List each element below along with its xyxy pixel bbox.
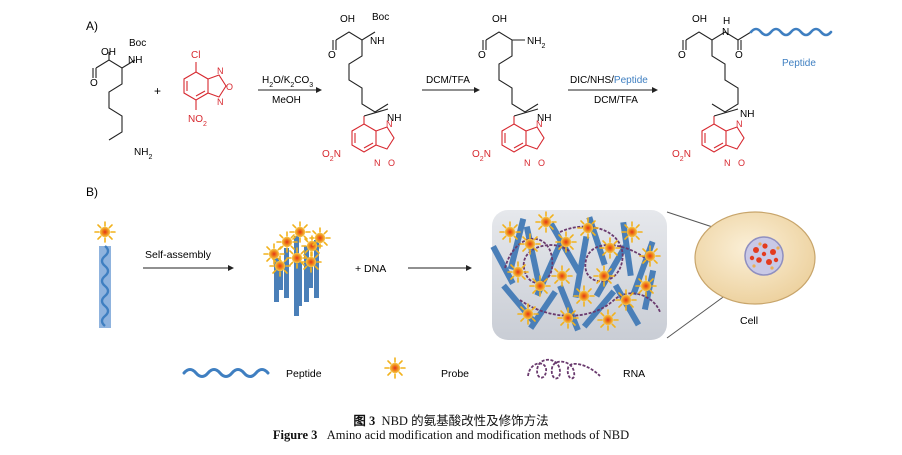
caption-en-text: Amino acid modification and modification…: [326, 428, 630, 442]
int2-o-ring: O: [538, 158, 545, 168]
prod-peptide-label: Peptide: [782, 58, 816, 69]
prod-o1: O: [678, 50, 686, 61]
int1-nh-link: NH: [387, 113, 401, 124]
self-assembly-arrow-head: [228, 265, 234, 271]
peptide-probe-conjugate: [94, 221, 116, 328]
peptide-legend-icon: [182, 368, 270, 378]
lys-o-label: O: [90, 78, 98, 89]
cell: [694, 211, 816, 305]
int1-nh: NH: [370, 36, 384, 47]
panel-a-label: A): [86, 19, 98, 33]
int1-no2: O2N: [322, 149, 341, 163]
product-peptide-wave: [749, 27, 833, 37]
reaction-arrow-2-head: [474, 87, 480, 93]
step3-reagent-top: DIC/NHS/Peptide: [570, 75, 648, 86]
prod-n2: N: [724, 158, 731, 168]
nbd-cl-structure: [183, 62, 227, 110]
int1-o-ring: O: [388, 158, 395, 168]
reaction-arrow-1-head: [316, 87, 322, 93]
complex-panel: [490, 210, 667, 340]
nbd-no2-label: NO2: [188, 114, 207, 128]
step3-reagent-bottom: DCM/TFA: [594, 95, 638, 106]
nbd-o-ring: O: [226, 82, 233, 92]
lys-nh-label: NH: [128, 55, 142, 66]
reaction-arrow-3-head: [652, 87, 658, 93]
lys-oh-label: OH: [101, 47, 116, 58]
caption-cn-prefix: 图 3: [353, 414, 376, 428]
int2-nh-link: NH: [537, 113, 551, 124]
legend-peptide-label: Peptide: [286, 368, 322, 380]
prod-nh-link: NH: [740, 109, 754, 120]
caption-english: Figure 3 Amino acid modification and mod…: [0, 428, 902, 443]
step3-reagent-peptide: Peptide: [614, 75, 648, 86]
rna-legend-icon: [527, 358, 601, 380]
legend-probe-label: Probe: [441, 368, 469, 380]
prod-oh: OH: [692, 14, 707, 25]
prod-h: H: [723, 16, 730, 27]
cell-label: Cell: [740, 315, 758, 327]
int2-n1: N: [536, 119, 543, 129]
self-assembly-label: Self-assembly: [145, 249, 212, 261]
prod-n1: N: [736, 119, 743, 129]
panel-b-label: B): [86, 185, 98, 199]
dna-arrow-head: [466, 265, 472, 271]
nbd-n-top: N: [217, 66, 224, 76]
caption-en-prefix: Figure 3: [272, 428, 318, 442]
caption-cn-text: NBD 的氨基酸改性及修饰方法: [381, 414, 549, 428]
int2-n2: N: [524, 158, 531, 168]
plus-sign: +: [154, 84, 161, 98]
probe-legend-icon: [384, 357, 406, 379]
int2-o: O: [478, 50, 486, 61]
int1-n2: N: [374, 158, 381, 168]
legend-rna-label: RNA: [623, 368, 645, 380]
int1-o: O: [328, 50, 336, 61]
lys-boc-label: Boc: [129, 38, 146, 49]
prod-n: N: [722, 27, 729, 38]
int2-no2: O2N: [472, 149, 491, 163]
intermediate-2-structure: [482, 31, 539, 113]
step3-reagent-prefix: DIC/NHS/: [570, 75, 614, 86]
prod-o-ring: O: [738, 158, 745, 168]
step1-reagent-bottom: MeOH: [272, 95, 301, 106]
boc-lysine-structure: [92, 52, 136, 141]
nbd-n-bottom: N: [217, 97, 224, 107]
int1-boc: Boc: [372, 12, 389, 23]
step2-reagent-top: DCM/TFA: [426, 75, 470, 86]
add-dna-label: + DNA: [355, 263, 386, 275]
step1-reagent-top: H2O/K2CO3: [262, 75, 313, 89]
lys-amine-label: NH2: [134, 147, 152, 161]
int1-n1: N: [386, 119, 393, 129]
product-structure: [682, 31, 752, 113]
intermediate-1-structure: [332, 31, 389, 113]
assembled-bundle: [263, 221, 331, 316]
int2-amine: NH2: [527, 36, 545, 50]
int1-oh: OH: [340, 14, 355, 25]
prod-o2: O: [735, 50, 743, 61]
prod-no2: O2N: [672, 149, 691, 163]
caption-chinese: 图 3 NBD 的氨基酸改性及修饰方法: [0, 410, 902, 429]
nbd-cl-label: Cl: [191, 50, 200, 61]
int2-oh: OH: [492, 14, 507, 25]
